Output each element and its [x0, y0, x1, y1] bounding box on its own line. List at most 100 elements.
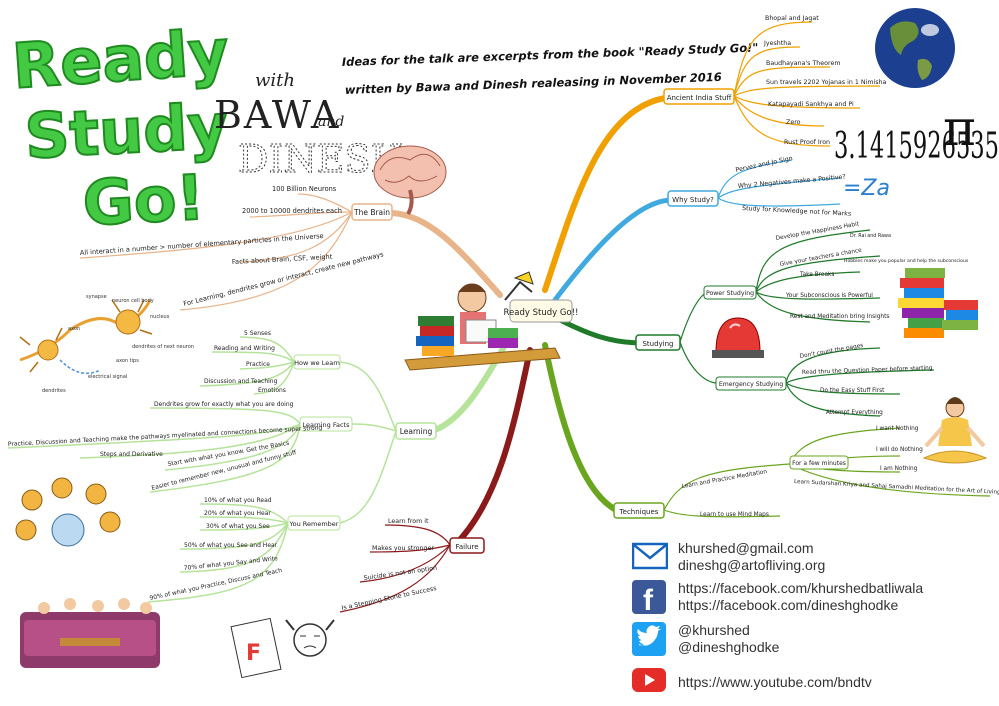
- why-item-3: Study for Knowledge not for Marks: [742, 205, 851, 218]
- emergency-item-4: Attempt Everything: [826, 410, 883, 416]
- neuron-label-signal: electrical signal: [88, 374, 127, 380]
- twitter-handle-1[interactable]: @khurshed: [678, 622, 750, 638]
- title-go: Go!: [81, 161, 206, 240]
- authors-and: and: [318, 114, 344, 130]
- ancient-item-6: Zero: [786, 119, 801, 126]
- title-study: Study: [23, 89, 230, 173]
- ancient-item-7: Rust Proof Iron: [784, 139, 830, 146]
- why-item-1: Pervez and Jo Sign: [735, 155, 793, 174]
- email-1[interactable]: khurshed@gmail.com: [678, 540, 814, 556]
- remember-item-3: 30% of what you See: [206, 523, 270, 530]
- how-item-5: Emotions: [258, 387, 286, 394]
- power-item-5: Rest and Meditation bring Insights: [790, 314, 889, 320]
- how-item-3: Practice: [246, 361, 270, 368]
- power-item-3: Take Breaks: [799, 272, 834, 278]
- learning-facts-node[interactable]: Learning Facts: [299, 416, 353, 432]
- neuron-label-cell-body: neuron cell body: [112, 298, 154, 304]
- learning-facts-label: Learning Facts: [303, 421, 351, 429]
- few-minutes-node[interactable]: For a few minutes: [789, 455, 849, 470]
- remember-item-6: 90% of what you Practice, Discuss and Te…: [149, 567, 283, 602]
- power-sub-teachers: Dr. Rai and Rawa: [850, 233, 891, 239]
- branch-line-studying: [557, 317, 641, 346]
- emergency-studying-label: Emergency Studying: [719, 381, 783, 388]
- ancient-node-label: Ancient India Stuff: [667, 94, 732, 102]
- you-remember-node[interactable]: You Remember: [287, 515, 341, 531]
- ancient-item-4: Sun travels 2202 Yojanas in 1 Nimisha: [766, 79, 887, 86]
- remember-item-1: 10% of what you Read: [204, 497, 272, 504]
- authors-bawa: BAWA: [214, 93, 340, 137]
- branch-line-ancient: [542, 95, 668, 293]
- branch-line-why: [552, 197, 675, 303]
- meditation-image: [922, 397, 988, 464]
- center-student-image: [404, 271, 561, 371]
- ancient-item-3: Baudhayana's Theorem: [766, 60, 841, 67]
- facebook-icon: f: [632, 580, 666, 617]
- facts-item-3: Steps and Derivative: [100, 451, 163, 458]
- you-remember-label: You Remember: [289, 520, 339, 528]
- emergency-studying-node[interactable]: Emergency Studying: [715, 376, 787, 391]
- power-sub-breaks: Hobbies make you popular and help the su…: [844, 258, 969, 264]
- facts-item-1: Dendrites grow for exactly what you are …: [154, 401, 294, 408]
- subtitle-line1: Ideas for the talk are excerpts from the…: [342, 40, 759, 69]
- ancient-item-2: Jyeshtha: [763, 40, 791, 47]
- neuron-label-synapse: synapse: [86, 294, 107, 300]
- svg-text:f: f: [643, 584, 654, 614]
- power-studying-node[interactable]: Power Studying: [703, 285, 757, 300]
- branch-line-techniques: [542, 342, 619, 513]
- email-icon: [631, 541, 669, 573]
- brain-item-4: Facts about Brain, CSF, weight: [232, 253, 333, 266]
- siren-image: [712, 317, 764, 358]
- ancient-branch: Ancient India Stuff Bhopal and Jagat Jye…: [663, 15, 887, 147]
- how-we-learn-node[interactable]: How we Learn: [293, 354, 341, 370]
- emergency-item-1: Don't count the pages: [799, 343, 864, 360]
- twitter-icon: [632, 622, 666, 656]
- failure-item-4: Is a Stepping Stone to Success: [341, 585, 437, 612]
- brain-node[interactable]: The Brain: [351, 203, 393, 221]
- why-node[interactable]: Why Study?: [667, 190, 719, 207]
- how-item-4: Discussion and Teaching: [204, 378, 278, 385]
- few-item-3: I am Nothing: [880, 466, 918, 472]
- remember-item-4: 50% of what you See and Hear: [184, 542, 278, 549]
- people-discussion-image: [20, 598, 160, 668]
- ancient-node[interactable]: Ancient India Stuff: [663, 88, 735, 105]
- techniques-node-label: Techniques: [619, 508, 659, 516]
- youtube-link[interactable]: https://www.youtube.com/bndtv: [678, 674, 872, 690]
- power-item-1: Develop the Happiness Habit: [775, 221, 860, 242]
- email-2[interactable]: dineshg@artofliving.org: [678, 557, 826, 573]
- failure-item-1: Learn from it: [388, 518, 429, 525]
- facebook-link-1[interactable]: https://facebook.com/khurshedbatliwala: [678, 580, 924, 596]
- studying-node[interactable]: Studying: [635, 334, 681, 351]
- neuron-label-dendrites: dendrites: [42, 388, 66, 394]
- earth-globe-image: [875, 8, 955, 88]
- how-item-1: 5 Senses: [244, 330, 271, 337]
- remember-item-5: 70% of what you Say and Write: [183, 555, 278, 572]
- failure-item-2: Makes you stronger: [372, 545, 434, 552]
- brain-item-1: 100 Billion Neurons: [272, 185, 337, 193]
- learning-node-label: Learning: [400, 427, 433, 436]
- learning-node[interactable]: Learning: [395, 422, 437, 440]
- authors-with: with: [255, 70, 295, 91]
- branch-line-failure: [452, 347, 533, 548]
- facebook-link-2[interactable]: https://facebook.com/dineshghodke: [678, 597, 899, 613]
- neuron-label-axon: axon: [68, 326, 80, 332]
- center-node[interactable]: Ready Study Go!!: [504, 299, 579, 323]
- failure-node-label: Failure: [455, 543, 478, 551]
- few-item-2: I will do Nothing: [876, 447, 923, 453]
- za-note: =Za: [843, 176, 890, 201]
- pi-decoration: π 3.1415926535: [834, 99, 999, 167]
- failure-node[interactable]: Failure: [449, 537, 485, 554]
- senses-image: [15, 477, 121, 547]
- neuron-diagram: synapse neuron cell body axon nucleus de…: [19, 294, 194, 394]
- main-title: Ready Study Go!: [9, 14, 232, 241]
- power-studying-label: Power Studying: [706, 290, 754, 297]
- brain-item-2: 2000 to 10000 dendrites each: [242, 207, 342, 215]
- neuron-label-tips: axon tips: [116, 358, 139, 364]
- why-branch: Why Study? Pervez and Jo Sign Why 2 Nega…: [667, 155, 851, 218]
- neuron-label-nucleus: nucleus: [150, 314, 170, 320]
- svg-text:F: F: [246, 641, 261, 666]
- twitter-handle-2[interactable]: @dineshghodke: [678, 639, 780, 655]
- power-item-4: Your Subconscious is Powerful: [785, 293, 873, 299]
- ancient-item-1: Bhopal and Jagat: [765, 15, 819, 22]
- techniques-node[interactable]: Techniques: [613, 502, 665, 519]
- how-item-2: Reading and Writing: [214, 345, 275, 352]
